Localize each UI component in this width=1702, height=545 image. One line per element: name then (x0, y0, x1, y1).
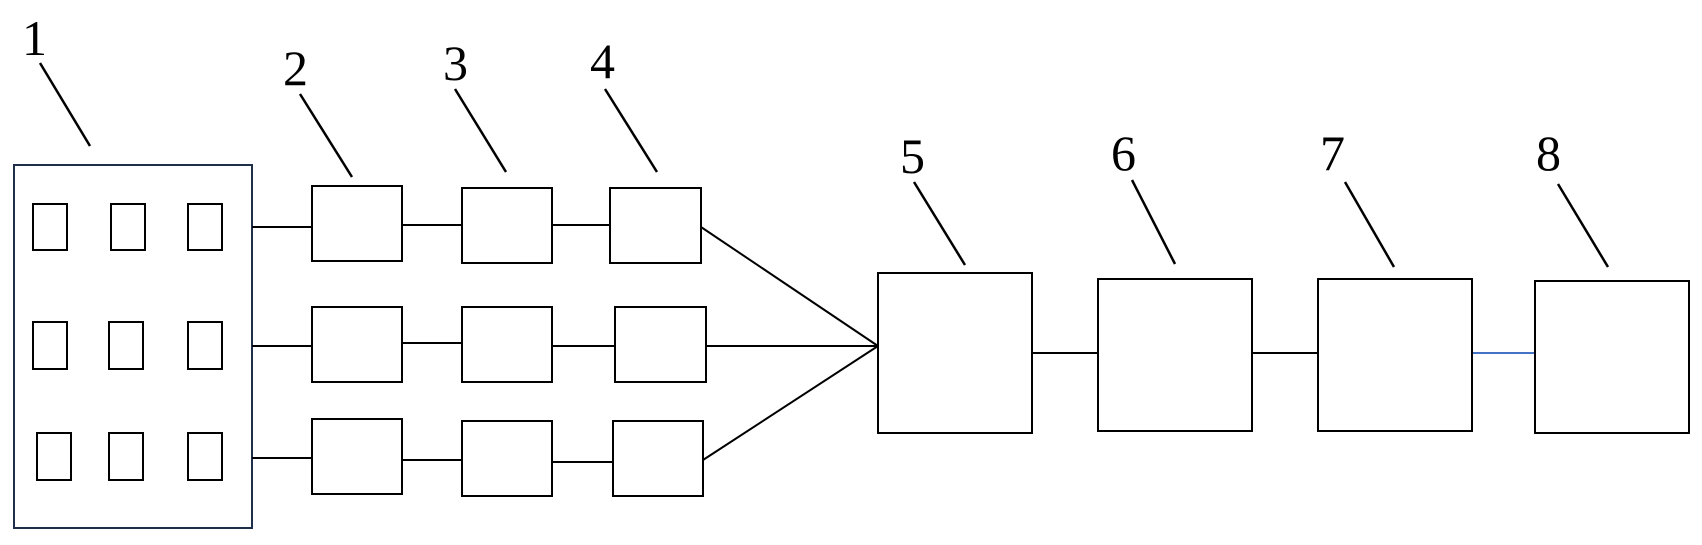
label-6: 6 (1111, 125, 1136, 181)
leader-lines (38, 62, 1610, 268)
component-3-box-row3 (461, 420, 553, 497)
panel-cell (108, 321, 144, 370)
panel-cell (36, 432, 72, 481)
label-2: 2 (283, 40, 308, 96)
component-1-panel (13, 164, 253, 529)
component-2-box-row3 (311, 418, 403, 495)
component-7-box (1317, 278, 1473, 432)
component-5-box (877, 272, 1033, 434)
component-4-box-row2 (614, 306, 707, 383)
panel-cell (32, 321, 68, 370)
connection-wires (252, 224, 1535, 463)
panel-cell (110, 203, 146, 251)
label-8: 8 (1536, 125, 1561, 181)
label-7: 7 (1320, 125, 1345, 181)
label-5: 5 (900, 128, 925, 184)
component-4-box-row1 (609, 187, 702, 264)
label-4: 4 (590, 33, 615, 89)
panel-cell (187, 432, 223, 481)
component-8-box (1534, 280, 1690, 434)
component-3-box-row2 (461, 306, 553, 383)
panel-cell (187, 321, 223, 370)
component-2-box-row1 (311, 185, 403, 262)
component-2-box-row2 (311, 306, 403, 383)
panel-cell (108, 432, 144, 481)
component-3-box-row1 (461, 187, 553, 264)
component-4-box-row3 (612, 420, 704, 497)
label-3: 3 (443, 35, 468, 91)
panel-cell (32, 203, 68, 251)
label-1: 1 (22, 10, 47, 66)
component-6-box (1097, 278, 1253, 432)
panel-cell (187, 203, 223, 251)
